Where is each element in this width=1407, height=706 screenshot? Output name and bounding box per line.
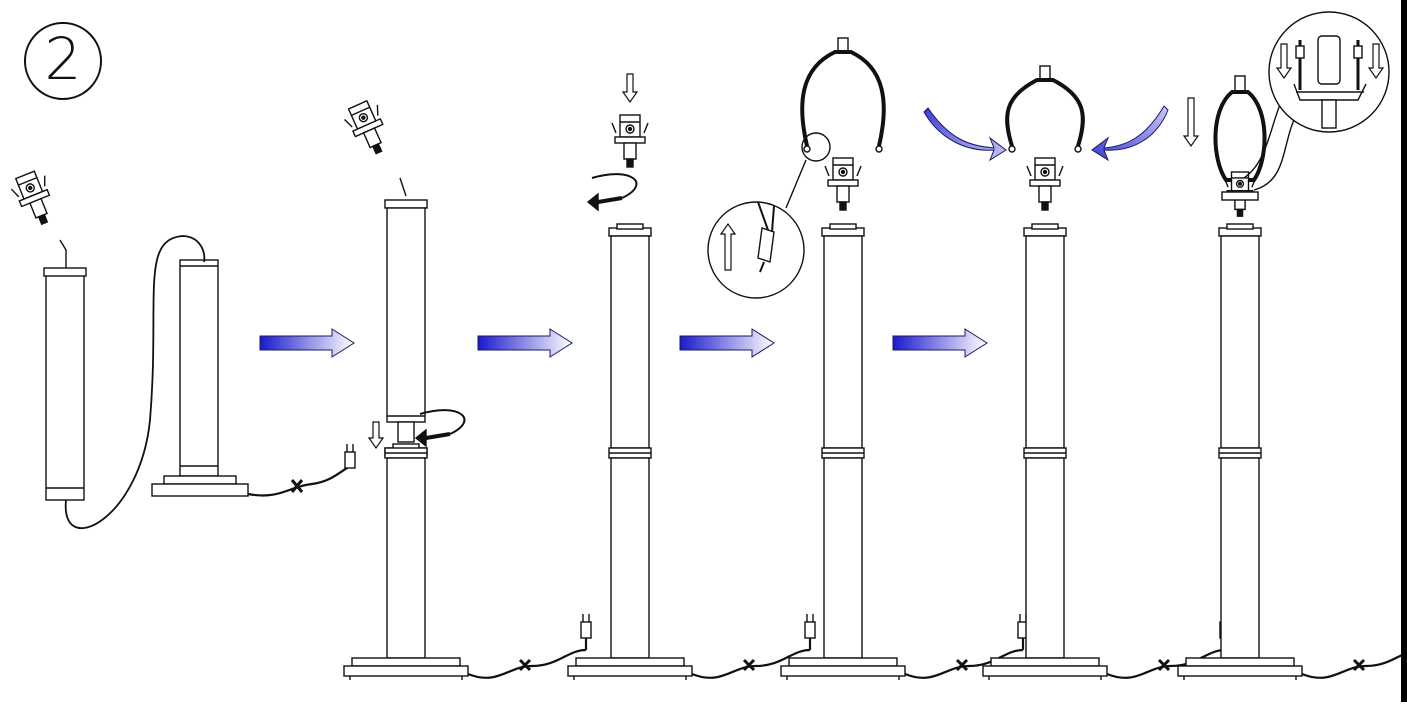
socket-4 — [824, 157, 862, 211]
tilted-socket — [10, 170, 51, 226]
socket-3 — [611, 114, 649, 168]
harp-assembled-6 — [1213, 75, 1301, 217]
lamp-3 — [567, 223, 816, 680]
flow-arrow-3 — [679, 328, 775, 358]
panel-1-parts — [10, 170, 356, 530]
arrow-down-3 — [621, 73, 639, 104]
panel-2-join — [344, 99, 428, 443]
detail-callout-4 — [707, 132, 831, 299]
lamp-4 — [780, 223, 1029, 680]
arrow-down-detail-left — [1275, 43, 1293, 80]
arrow-down-2 — [367, 421, 385, 450]
blue-curved-arrows-5 — [923, 105, 1169, 162]
step-number-badge: 2 — [24, 22, 102, 100]
arrow-down-detail-right — [1367, 43, 1385, 80]
flow-arrow-1 — [259, 328, 355, 358]
arrow-up-4 — [719, 222, 737, 271]
arrow-down-6 — [1182, 97, 1200, 148]
harp-4 — [800, 37, 886, 153]
detail-callout-6 — [1268, 11, 1390, 133]
page-edge-bar — [1401, 0, 1407, 702]
flow-arrow-2 — [477, 328, 573, 358]
flow-arrow-4 — [892, 328, 988, 358]
tilted-socket-2 — [344, 99, 384, 155]
socket-5 — [1026, 157, 1064, 211]
lamp-6 — [1177, 223, 1407, 680]
lamp-5 — [982, 223, 1231, 680]
socket-body — [10, 170, 51, 226]
socket-body-2 — [344, 99, 384, 155]
step-number: 2 — [44, 25, 82, 93]
rotate-arrow-3 — [586, 173, 638, 212]
lamp-2 — [343, 443, 592, 680]
rotate-arrow-2 — [414, 409, 466, 448]
harp-5 — [1005, 65, 1085, 153]
